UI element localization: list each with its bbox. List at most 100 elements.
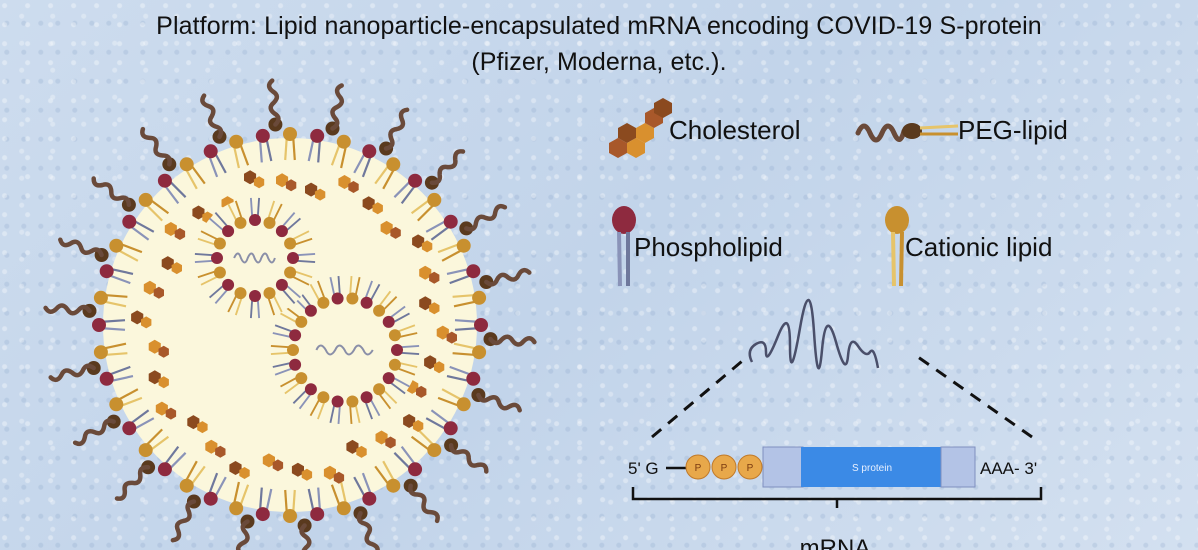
cholesterol [372, 202, 383, 215]
cholesterol [155, 401, 168, 416]
cholesterol [229, 461, 242, 475]
outer-cationic-head [472, 290, 487, 305]
inner-phospholipid-head [391, 344, 403, 356]
outer-cationic-head [229, 134, 244, 149]
cholesterol [412, 234, 425, 249]
cholesterol [412, 420, 424, 432]
outer-cationic-head [138, 192, 153, 207]
legend-cholesterol-label: Cholesterol [669, 115, 801, 145]
outer-phospholipid-head [255, 507, 270, 522]
inner-cationic-head [373, 304, 386, 317]
cholesterol [141, 316, 152, 329]
cholesterol [436, 325, 449, 340]
cholesterol [239, 467, 250, 479]
outer-phospholipid-head [408, 462, 423, 477]
cholesterol [346, 439, 359, 454]
peg-chain [464, 203, 508, 232]
peg-chain [299, 523, 312, 550]
encapsulated-mrna [315, 344, 374, 356]
cholesterol [323, 465, 336, 480]
cap-p-1-label: P [695, 463, 702, 474]
cholesterol [285, 179, 297, 192]
inner-phospholipid-head [249, 290, 261, 302]
mrna-bracket-label: mRNA [800, 535, 871, 550]
inner-phospholipid-head [304, 304, 317, 317]
inner-phospholipid-head [360, 296, 373, 309]
outer-phospholipid-head [157, 462, 172, 477]
inner-cationic-head [284, 266, 297, 279]
inner-cationic-head [213, 237, 226, 250]
outer-phospholipid-head [408, 173, 423, 188]
cholesterol [421, 240, 433, 253]
inner-cationic-head [287, 344, 299, 356]
peg-chain [72, 418, 116, 447]
peg-chain [200, 93, 224, 140]
outer-cationic-head [386, 478, 401, 493]
inner-phospholipid-head [382, 372, 395, 385]
cholesterol [205, 439, 218, 454]
inner-cationic-head [234, 216, 247, 229]
peg-chain [408, 483, 440, 524]
inner-phospholipid-head [222, 278, 235, 291]
inner-cationic-head [317, 296, 330, 309]
inner-cationic-head [346, 395, 359, 408]
cholesterol [276, 173, 289, 188]
outer-phospholipid-head [443, 421, 458, 436]
outer-phospholipid-head [466, 371, 481, 386]
dashed-left [651, 355, 748, 439]
peg-chain [91, 176, 132, 208]
mrna-strand [748, 298, 880, 370]
legend-phospholipid-label: Phospholipid [634, 232, 783, 262]
cholesterol [380, 220, 393, 235]
inner-cationic-head [346, 292, 359, 305]
mrna-bracket [631, 487, 1043, 501]
inner-phospholipid-head [331, 292, 344, 305]
cholesterol [187, 415, 200, 430]
legend-phospholipid-icon [612, 206, 636, 287]
outer-phospholipid-head [362, 144, 377, 159]
inner-phospholipid-head [331, 395, 344, 408]
cholesterol [429, 302, 440, 315]
inner-phospholipid-head [289, 358, 302, 371]
outer-cationic-head [283, 509, 297, 523]
inner-cationic-head [263, 216, 276, 229]
legend-cholesterol-icon [609, 98, 672, 158]
inner-phospholipid-head [222, 225, 235, 238]
outer-cationic-head [386, 157, 401, 172]
outer-cationic-head [427, 443, 442, 458]
outer-phospholipid-head [203, 491, 218, 506]
cap-p-3 [737, 454, 763, 480]
cap-p-2 [711, 454, 737, 480]
lipid-nanoparticle [43, 78, 537, 550]
five-prime-label: 5' G [628, 459, 659, 478]
outer-phospholipid-head [92, 318, 106, 332]
outer-phospholipid-head [157, 173, 172, 188]
outer-phospholipid-head [99, 371, 114, 386]
cholesterol [164, 222, 177, 236]
inner-cationic-head [317, 391, 330, 404]
outer-phospholipid-head [474, 318, 488, 332]
inner-cationic-head [263, 287, 276, 300]
cholesterol [403, 414, 416, 428]
cholesterol [131, 310, 144, 325]
peg-chain [58, 237, 104, 258]
cholesterol [375, 430, 388, 445]
cholesterol [158, 376, 169, 389]
inner-cationic-head [388, 329, 401, 342]
cholesterol [165, 407, 177, 420]
inner-cationic-head [388, 358, 401, 371]
outer-cationic-head [179, 157, 194, 172]
cholesterol [192, 205, 205, 220]
cholesterol [272, 459, 284, 472]
peg-chain [488, 334, 537, 347]
cholesterol [148, 339, 161, 354]
peg-chain [383, 107, 410, 151]
title-line-2: (Pfizer, Moderna, etc.). [471, 48, 727, 76]
outer-phospholipid-head [362, 491, 377, 506]
cholesterol [158, 345, 169, 358]
peg-chain [235, 519, 250, 550]
outer-cationic-head [93, 345, 108, 360]
outer-cationic-head [336, 134, 351, 149]
inner-phospholipid-head [360, 391, 373, 404]
cholesterol [338, 175, 351, 189]
